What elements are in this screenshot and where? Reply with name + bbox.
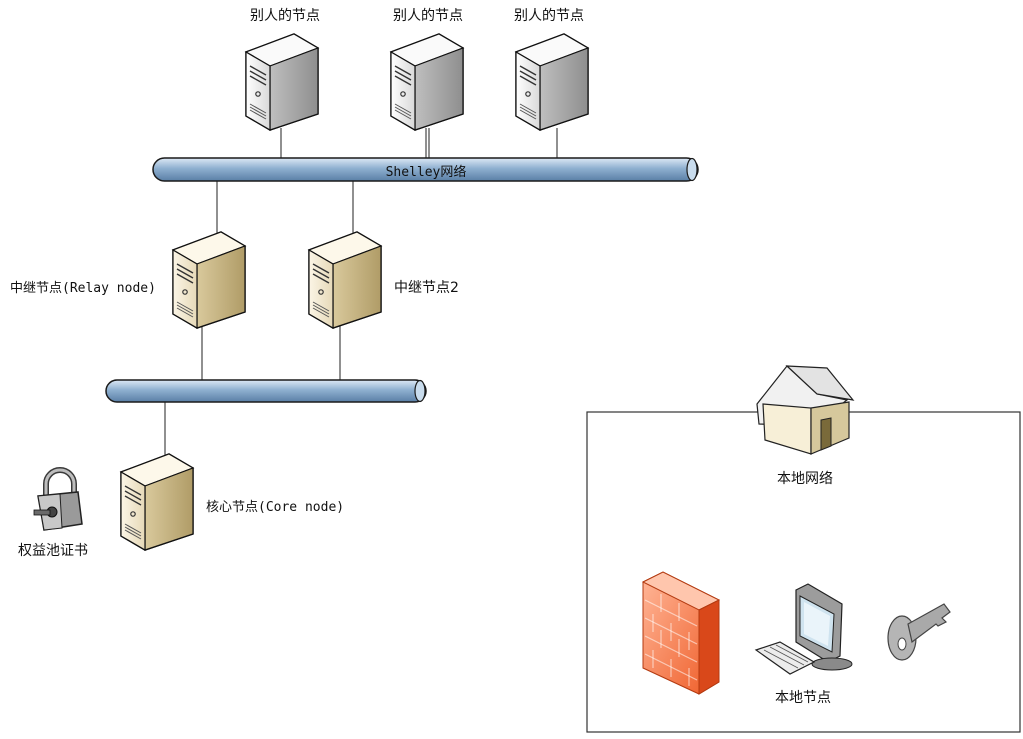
server-icon — [308, 231, 382, 329]
server-icon — [245, 33, 319, 131]
server-icon — [172, 231, 246, 329]
top-node-label: 别人的节点 — [514, 8, 584, 24]
house-icon — [756, 365, 855, 455]
firewall-icon — [641, 571, 721, 695]
local-network-boundary — [586, 411, 1021, 733]
relay-network-bus — [105, 379, 427, 403]
local-node-label: 本地节点 — [775, 690, 831, 706]
server-icon — [390, 33, 464, 131]
workstation-icon — [754, 583, 853, 675]
top-node-label: 别人的节点 — [393, 8, 463, 24]
connector-lines — [164, 128, 558, 456]
server-icon — [120, 453, 194, 551]
shelley-network-bus — [152, 157, 699, 182]
server-icon — [515, 33, 589, 131]
shelley-network-label: Shelley网络 — [385, 165, 467, 180]
padlock-key-icon — [33, 467, 83, 531]
pool-certificate-label: 权益池证书 — [18, 543, 88, 559]
core-node-label: 核心节点(Core node) — [206, 500, 345, 515]
relay-node-label: 中继节点(Relay node) — [10, 281, 156, 296]
relay-node-2-label: 中继节点2 — [394, 280, 459, 296]
local-network-label: 本地网络 — [777, 471, 833, 487]
key-icon — [887, 603, 951, 661]
top-node-label: 别人的节点 — [250, 8, 320, 24]
